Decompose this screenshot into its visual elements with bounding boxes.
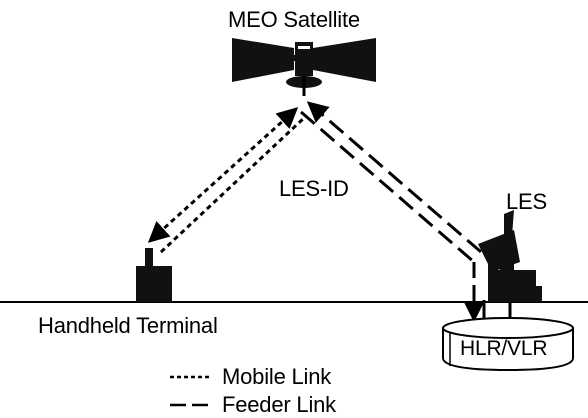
satellite-icon <box>232 38 376 96</box>
les-station-icon <box>478 210 542 302</box>
handheld-terminal-label: Handheld Terminal <box>38 313 218 338</box>
hlr-vlr-label: HLR/VLR <box>460 337 548 360</box>
feeder-link-lines <box>300 101 482 264</box>
handheld-terminal-icon <box>136 248 172 302</box>
legend-samples <box>170 375 212 407</box>
legend-feeder-label: Feeder Link <box>222 392 336 417</box>
les-id-label: LES-ID <box>279 176 349 201</box>
hlr-vlr-database-icon <box>442 317 574 372</box>
les-label: LES <box>506 189 547 214</box>
satellite-label: MEO Satellite <box>228 7 360 32</box>
legend-mobile-label: Mobile Link <box>222 364 332 389</box>
mobile-link-lines <box>147 107 306 254</box>
